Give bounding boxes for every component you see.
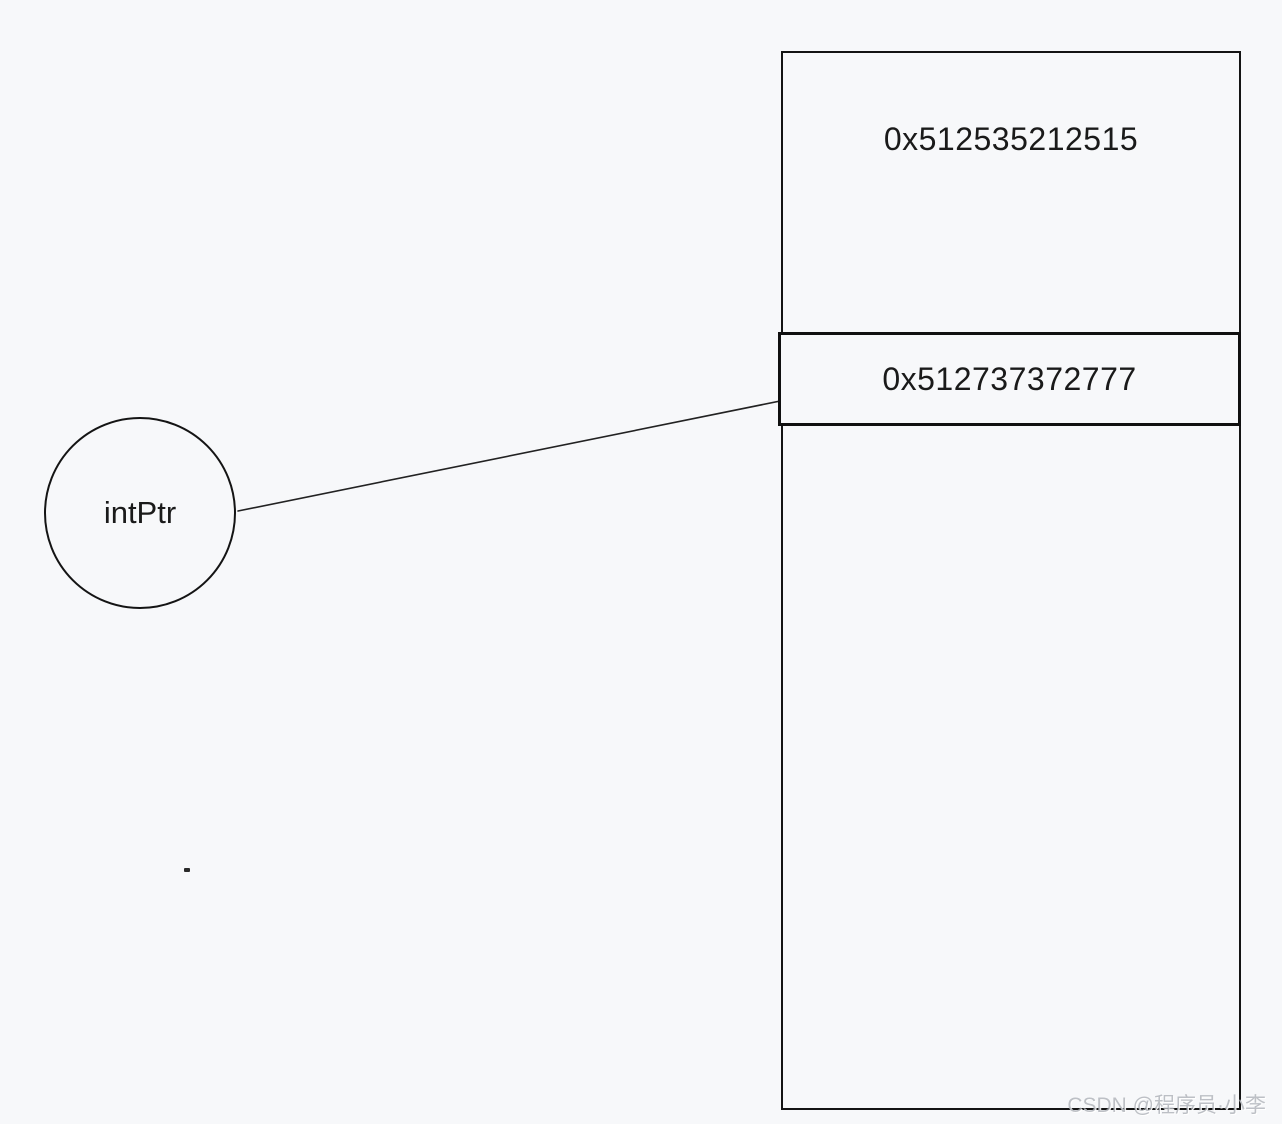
pointer-node-label: intPtr	[103, 495, 177, 530]
stray-dot	[184, 868, 190, 872]
memory-cell-highlighted: 0x512737372777	[778, 332, 1241, 426]
memory-cell-value-top: 0x512535212515	[883, 121, 1139, 157]
memory-cell-value-pointed: 0x512737372777	[882, 360, 1137, 397]
pointer-arrow-shaft	[237, 382, 870, 512]
watermark: CSDN @程序员·小李	[1067, 1094, 1266, 1117]
pointer-node: intPtr	[44, 417, 236, 609]
memory-block	[781, 51, 1241, 1110]
